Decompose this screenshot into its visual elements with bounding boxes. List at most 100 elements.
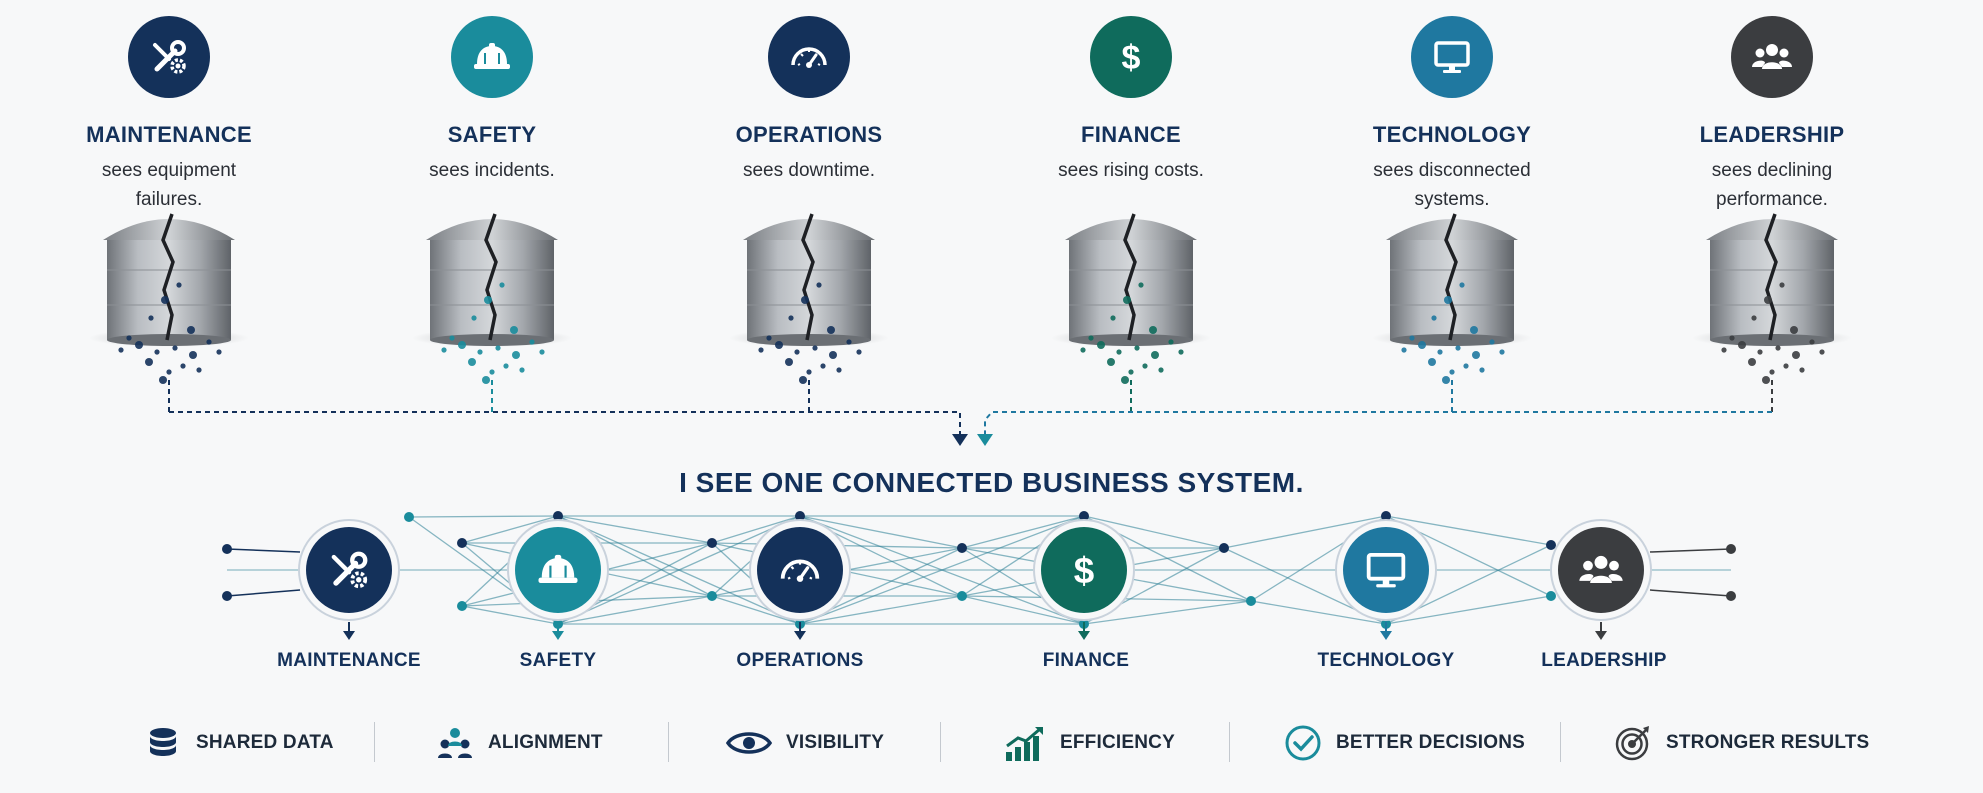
department-title: MAINTENANCE bbox=[86, 122, 252, 147]
data-particle bbox=[519, 367, 525, 373]
data-particle bbox=[1721, 347, 1727, 353]
data-particle bbox=[1088, 335, 1094, 341]
benefit-shared-data: SHARED DATA bbox=[144, 722, 334, 764]
department-safety: SAFETY sees incidents. bbox=[372, 16, 612, 185]
data-particle bbox=[785, 358, 793, 366]
data-particle bbox=[816, 282, 822, 288]
silo-crack bbox=[1444, 213, 1458, 341]
department-finance: $ FINANCE sees rising costs. bbox=[1011, 16, 1251, 185]
data-particle bbox=[1442, 376, 1450, 384]
data-particle bbox=[829, 351, 837, 359]
mesh-dot bbox=[1219, 543, 1229, 553]
network-node-operations bbox=[749, 519, 851, 621]
silo bbox=[412, 213, 572, 384]
mesh-link bbox=[557, 595, 713, 625]
silo bbox=[1372, 213, 1532, 384]
data-particle bbox=[510, 326, 518, 334]
benefits-strip: SHARED DATA ALIGNMENT VISIBILITY EFFICIE… bbox=[130, 722, 1890, 764]
wrench-gear-icon bbox=[128, 16, 210, 98]
data-particle bbox=[836, 367, 842, 373]
silo-crack bbox=[801, 213, 815, 341]
data-particle bbox=[1437, 349, 1443, 355]
data-particle bbox=[1158, 367, 1164, 373]
department-leadership: LEADERSHIP sees declining performance. bbox=[1652, 16, 1892, 214]
data-particle bbox=[1151, 351, 1159, 359]
data-particle bbox=[468, 358, 476, 366]
data-particle bbox=[1401, 347, 1407, 353]
data-particle bbox=[1792, 351, 1800, 359]
arrow-icon bbox=[1078, 631, 1090, 640]
data-particle bbox=[1431, 315, 1437, 321]
mesh-dot bbox=[1079, 511, 1089, 521]
data-particle bbox=[482, 376, 490, 384]
data-particle bbox=[441, 347, 447, 353]
mesh-link bbox=[557, 515, 713, 544]
benefit-visibility: VISIBILITY bbox=[726, 722, 884, 764]
arrow-icon bbox=[1380, 631, 1392, 640]
department-description: sees downtime. bbox=[742, 160, 875, 181]
data-particle bbox=[1479, 367, 1485, 373]
data-particle bbox=[1819, 349, 1825, 355]
team-icon bbox=[438, 728, 472, 758]
network-node-safety bbox=[507, 519, 609, 621]
headline: I SEE ONE CONNECTED BUSINESS SYSTEM. bbox=[679, 467, 1304, 498]
mesh-dot bbox=[404, 512, 414, 522]
data-particle bbox=[1080, 347, 1086, 353]
data-particle bbox=[154, 349, 160, 355]
data-particle bbox=[503, 363, 509, 369]
data-particle bbox=[846, 339, 852, 345]
wrench-gear-icon bbox=[306, 527, 392, 613]
mesh-link bbox=[408, 515, 559, 518]
target-icon bbox=[1615, 726, 1649, 761]
data-particle bbox=[189, 351, 197, 359]
benefit-better-decisions: BETTER DECISIONS bbox=[1284, 722, 1525, 764]
node-label-operations: OPERATIONS bbox=[736, 650, 864, 671]
mesh-link bbox=[226, 589, 301, 597]
data-particle bbox=[801, 296, 809, 304]
node-label-leadership: LEADERSHIP bbox=[1541, 650, 1667, 671]
data-particle bbox=[495, 345, 501, 351]
data-particle bbox=[1134, 345, 1140, 351]
people-icon bbox=[1558, 527, 1644, 613]
data-particle bbox=[1489, 339, 1495, 345]
network-node-finance: $ bbox=[1033, 519, 1135, 621]
data-particle bbox=[1790, 326, 1798, 334]
silo-crack bbox=[1123, 213, 1137, 341]
data-particle bbox=[1168, 339, 1174, 345]
data-particle bbox=[196, 367, 202, 373]
mesh-dot bbox=[707, 591, 717, 601]
department-maintenance: MAINTENANCE sees equipment failures. bbox=[49, 16, 289, 214]
data-particle bbox=[1149, 326, 1157, 334]
benefit-label: STRONGER RESULTS bbox=[1666, 732, 1870, 753]
department-title: TECHNOLOGY bbox=[1372, 122, 1532, 147]
mesh-link bbox=[1083, 515, 1225, 549]
silo-roof bbox=[1065, 219, 1197, 240]
silo bbox=[1692, 213, 1852, 384]
mesh-dot bbox=[553, 511, 563, 521]
data-particle bbox=[1444, 296, 1452, 304]
mesh-link bbox=[799, 595, 963, 625]
data-particle bbox=[489, 369, 495, 375]
mesh-dot bbox=[957, 543, 967, 553]
data-particle bbox=[1769, 369, 1775, 375]
data-particle bbox=[118, 347, 124, 353]
silo-roof bbox=[426, 219, 558, 240]
mesh-dot bbox=[222, 591, 232, 601]
data-particle bbox=[1128, 369, 1134, 375]
data-particle bbox=[1116, 349, 1122, 355]
mesh-dot bbox=[795, 511, 805, 521]
data-particle bbox=[788, 315, 794, 321]
department-description: sees rising costs. bbox=[1058, 160, 1204, 181]
arrow-icon bbox=[552, 631, 564, 640]
gauge-icon bbox=[757, 527, 843, 613]
mesh-dot bbox=[1546, 591, 1556, 601]
data-particle bbox=[1779, 282, 1785, 288]
data-particle bbox=[1809, 339, 1815, 345]
mesh-link bbox=[1223, 515, 1387, 549]
node-label-maintenance: MAINTENANCE bbox=[277, 650, 421, 671]
benefit-label: ALIGNMENT bbox=[488, 732, 603, 753]
data-particle bbox=[1751, 315, 1757, 321]
department-title: OPERATIONS bbox=[735, 122, 883, 147]
silo-crack bbox=[1764, 213, 1778, 341]
arrow-icon bbox=[794, 631, 806, 640]
